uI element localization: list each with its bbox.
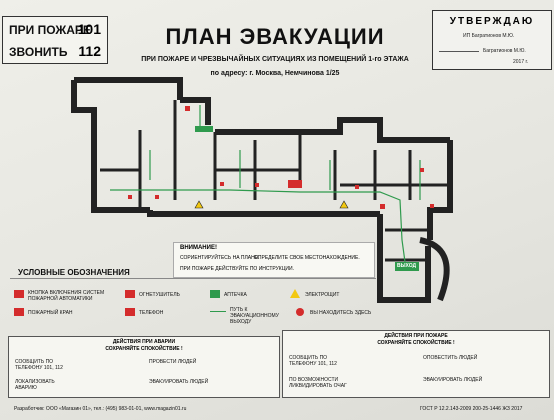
attention-title: ВНИМАНИЕ! <box>180 245 217 251</box>
fire-step-3: ПО ВОЗМОЖНОСТИ ЛИКВИДИРОВАТЬ ОЧАГ <box>289 377 347 389</box>
emergency-numbers-box: ПРИ ПОЖАРЕ 101 ЗВОНИТЬ 112 <box>2 16 108 64</box>
attention-line3: ПРИ ПОЖАРЕ ДЕЙСТВУЙТЕ ПО ИНСТРУКЦИИ. <box>180 266 294 272</box>
accident-step-4: ЭВАКУИРОВАТЬ ЛЮДЕЙ <box>149 379 209 385</box>
attention-line2: ОПРЕДЕЛИТЕ СВОЕ МЕСТОНАХОЖДЕНИЕ. <box>254 255 360 261</box>
first-aid-icon <box>210 290 220 298</box>
phone-icon <box>125 308 135 316</box>
call-label: ЗВОНИТЬ <box>9 45 68 59</box>
page-title: ПЛАН ЭВАКУАЦИИ <box>165 24 385 49</box>
extinguisher-icon <box>125 290 135 298</box>
fire-step-4: ЭВАКУИРОВАТЬ ЛЮДЕЙ <box>423 377 483 383</box>
accident-step-3: ЛОКАЛИЗОВАТЬ АВАРИЮ <box>15 379 55 391</box>
legend-title: УСЛОВНЫЕ ОБОЗНАЧЕНИЯ <box>18 268 130 277</box>
legend-item-electrical: ЭЛЕКТРОЩИТ <box>305 292 340 298</box>
gost-reference: ГОСТ Р 12.2.143-2009 200-25-1446 ЖЗ 2017 <box>420 406 523 412</box>
signature-line <box>439 51 479 52</box>
legend-item-path: ПУТЬ К ЭВАКУАЦИОННОМУ ВЫХОДУ <box>230 307 279 325</box>
fire-step-1: СООБЩИТЬ ПО ТЕЛЕФОНУ 101, 112 <box>289 355 337 367</box>
legend-item-hydrant: ПОЖАРНЫЙ КРАН <box>28 310 73 316</box>
approval-box: УТВЕРЖДАЮ ИП Багратионов М.Ю. Багратионо… <box>432 10 552 70</box>
actions-accident-panel: ДЕЙСТВИЯ ПРИ АВАРИИ СОХРАНЯЙТЕ СПОКОЙСТВ… <box>8 336 280 398</box>
actions-fire-panel: ДЕЙСТВИЯ ПРИ ПОЖАРЕ СОХРАНЯЙТЕ СПОКОЙСТВ… <box>282 330 550 398</box>
evacuation-path-icon <box>210 311 226 312</box>
fire-label: ПРИ ПОЖАРЕ <box>9 23 91 37</box>
actions-accident-title: ДЕЙСТВИЯ ПРИ АВАРИИ <box>112 339 176 345</box>
developer-credit: Разработчик: ООО «Магазин 01», тел.: (49… <box>14 406 187 412</box>
legend-item-alarm: КНОПКА ВКЛЮЧЕНИЯ СИСТЕМ ПОЖАРНОЙ АВТОМАТ… <box>28 290 105 302</box>
approval-title: УТВЕРЖДАЮ <box>449 16 535 27</box>
legend-item-you-are-here: ВЫ НАХОДИТЕСЬ ЗДЕСЬ <box>310 310 372 316</box>
you-are-here-icon <box>296 308 304 316</box>
call-number: 112 <box>78 43 101 59</box>
wall <box>74 77 183 100</box>
fire-number: 101 <box>77 21 101 37</box>
fire-hydrant-icon <box>14 308 24 316</box>
approval-line2: Багратионов М.Ю. <box>483 48 526 54</box>
accident-step-1: СООБЩИТЬ ПО ТЕЛЕФОНУ 101, 112 <box>15 359 63 371</box>
alarm-button-icon <box>14 290 24 298</box>
attention-line1: СОРИЕНТИРУЙТЕСЬ НА ПЛАНЕ. <box>180 255 260 261</box>
page-subtitle: ПРИ ПОЖАРЕ И ЧРЕЗВЫЧАЙНЫХ СИТУАЦИЯХ ИЗ П… <box>141 56 409 63</box>
legend-item-phone: ТЕЛЕФОН <box>139 310 164 316</box>
attention-note: ВНИМАНИЕ! СОРИЕНТИРУЙТЕСЬ НА ПЛАНЕ. ОПРЕ… <box>173 242 375 278</box>
accident-step-2: ПРОВЕСТИ ЛЮДЕЙ <box>149 359 197 365</box>
actions-accident-subtitle: СОХРАНЯЙТЕ СПОКОЙСТВИЕ ! <box>105 346 183 352</box>
legend-item-first-aid: АПТЕЧКА <box>224 292 247 298</box>
fire-step-2: ОПОВЕСТИТЬ ЛЮДЕЙ <box>423 355 478 361</box>
legend-item-extinguisher: ОГНЕТУШИТЕЛЬ <box>139 292 180 298</box>
actions-fire-title: ДЕЙСТВИЯ ПРИ ПОЖАРЕ <box>384 333 448 339</box>
legend-divider <box>10 278 376 279</box>
electrical-panel-icon <box>290 289 300 298</box>
exit-sign: ВЫХОД <box>397 263 417 269</box>
approval-year: 2017 г. <box>513 59 529 65</box>
actions-fire-subtitle: СОХРАНЯЙТЕ СПОКОЙСТВИЕ ! <box>377 340 455 346</box>
approval-line1: ИП Багратионов М.Ю. <box>463 33 515 39</box>
address: по адресу: г. Москва, Немчинова 1/25 <box>210 70 340 77</box>
